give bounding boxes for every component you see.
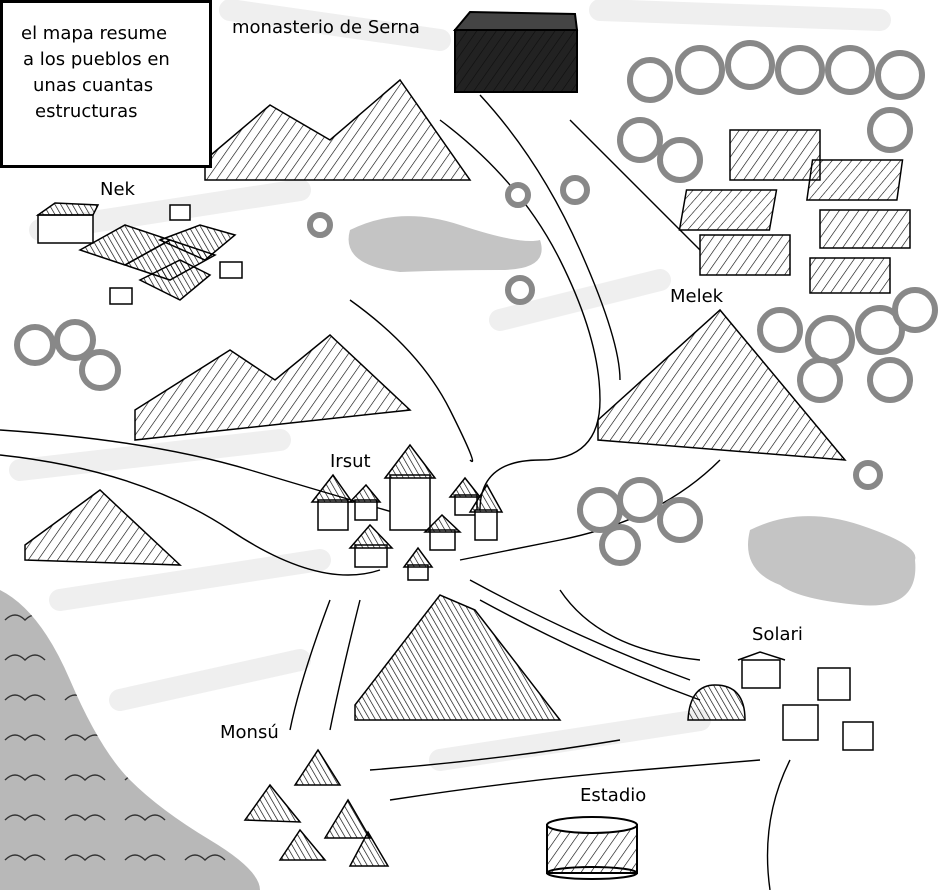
monsu-village <box>243 748 390 867</box>
label-monsu: Monsú <box>220 722 279 743</box>
label-nek: Nek <box>100 179 136 200</box>
nek-village <box>35 202 243 305</box>
fields <box>678 129 911 294</box>
note-line: el mapa resume <box>21 23 168 44</box>
label-melek: Melek <box>670 286 724 307</box>
solari-village <box>687 651 874 751</box>
label-solari: Solari <box>752 624 803 645</box>
map-note-box: el mapa resume a los pueblos en unas cua… <box>0 0 212 168</box>
note-line: estructuras <box>35 101 138 122</box>
stadium-building <box>546 816 638 880</box>
monastery-building <box>452 10 579 93</box>
forests <box>14 40 938 566</box>
note-line: unas cuantas <box>33 75 154 96</box>
lakes <box>348 216 916 606</box>
irsut-village <box>310 443 504 581</box>
mountains <box>24 78 847 721</box>
label-estadio: Estadio <box>580 785 646 806</box>
label-irsut: Irsut <box>330 451 371 472</box>
label-monasterio-de-serna: monasterio de Serna <box>232 17 420 38</box>
sea <box>0 590 260 890</box>
note-line: a los pueblos en <box>23 49 170 70</box>
